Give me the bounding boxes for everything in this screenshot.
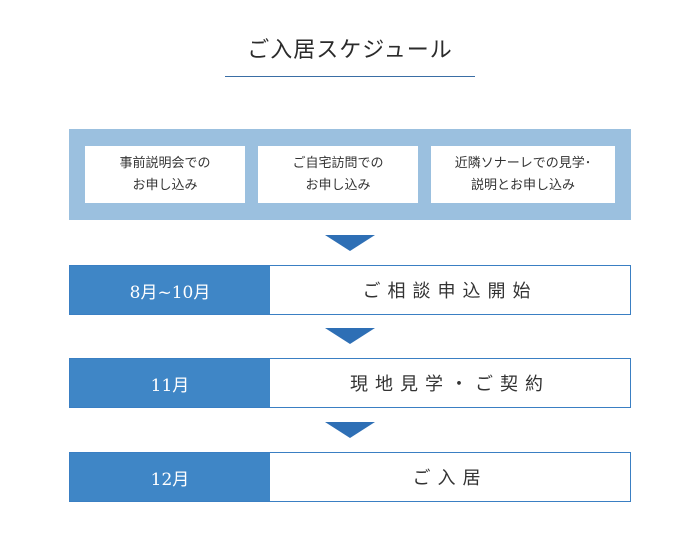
step-stage: ご相談申込開始 xyxy=(362,281,538,302)
step-stage: ご入居 xyxy=(412,468,488,489)
method-line: お申し込み xyxy=(305,177,371,193)
down-arrow-icon xyxy=(325,328,375,344)
application-methods-panel: 事前説明会での お申し込み ご自宅訪問での お申し込み 近隣ソナーレでの見学･ … xyxy=(69,129,631,220)
method-line: ご自宅訪問での xyxy=(292,155,384,171)
method-home-visit: ご自宅訪問での お申し込み xyxy=(258,146,418,203)
title-underline xyxy=(225,76,475,77)
method-info-session: 事前説明会での お申し込み xyxy=(85,146,245,203)
method-line: 説明とお申し込み xyxy=(470,177,575,193)
step-period: 8月~10月 xyxy=(70,266,270,314)
method-line: 近隣ソナーレでの見学･ xyxy=(454,155,592,171)
down-arrow-icon xyxy=(325,235,375,251)
schedule-step-consultation: 8月~10月 ご相談申込開始 xyxy=(69,265,631,315)
page-title: ご入居スケジュール xyxy=(247,38,453,63)
schedule-step-visit-contract: 11月 現地見学・ご契約 xyxy=(69,358,631,408)
schedule-step-move-in: 12月 ご入居 xyxy=(69,452,631,502)
method-nearby-visit: 近隣ソナーレでの見学･ 説明とお申し込み xyxy=(431,146,615,203)
step-period: 12月 xyxy=(70,453,270,501)
method-line: お申し込み xyxy=(132,177,198,193)
step-period: 11月 xyxy=(70,359,270,407)
method-line: 事前説明会での xyxy=(119,155,211,171)
down-arrow-icon xyxy=(325,422,375,438)
step-stage: 現地見学・ご契約 xyxy=(350,374,550,395)
